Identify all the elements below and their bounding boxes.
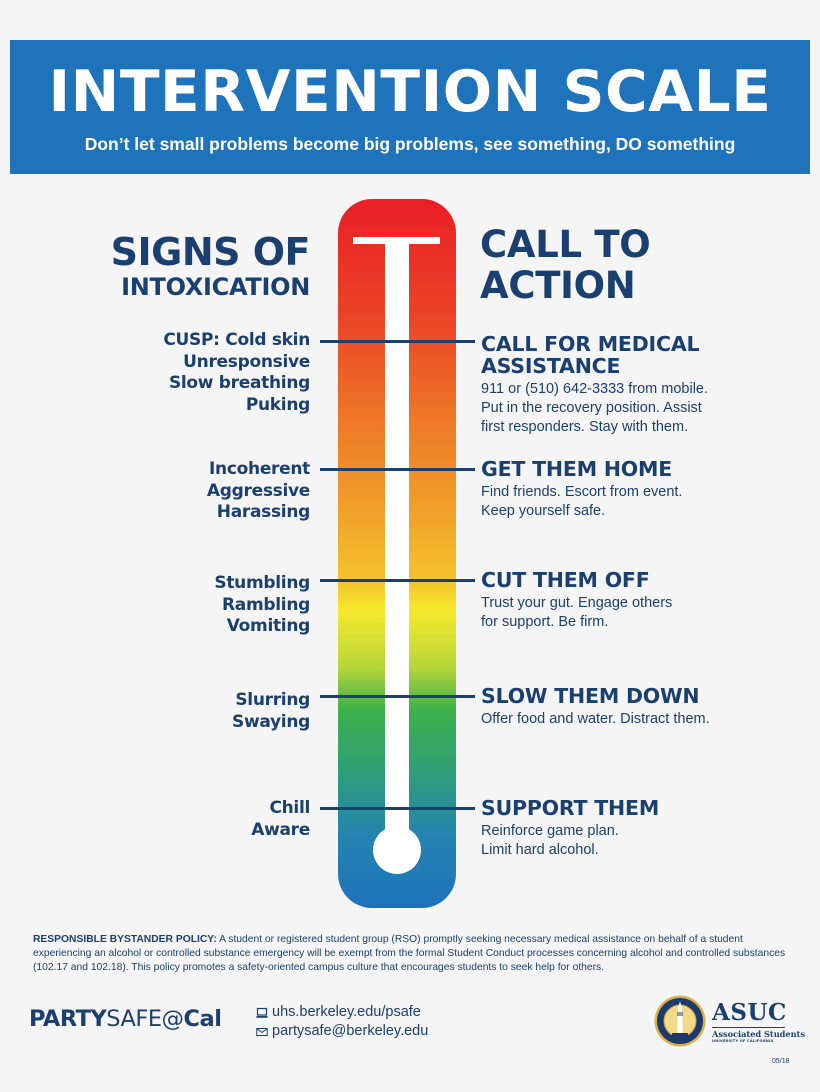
thermometer-stem xyxy=(385,237,409,842)
action-title-line: ASSISTANCE xyxy=(481,354,621,378)
sign-item: Incoherent xyxy=(209,459,310,479)
action-description: Offer food and water. Distract them. xyxy=(481,710,811,729)
action-desc-line: Trust your gut. Engage others xyxy=(481,595,673,611)
sign-item: CUSP: Cold skin xyxy=(163,330,310,350)
level-3-connector xyxy=(320,579,475,582)
website-row: uhs.berkeley.edu/psafe xyxy=(256,1003,428,1022)
title-banner: INTERVENTION SCALE Don’t let small probl… xyxy=(10,40,810,174)
action-title: SLOW THEM DOWN xyxy=(481,685,811,707)
action-title: GET THEM HOME xyxy=(481,458,811,480)
contact-info: uhs.berkeley.edu/psafe partysafe@berkele… xyxy=(256,1003,428,1041)
thermometer-graphic xyxy=(338,199,456,908)
level-4-connector xyxy=(320,695,475,698)
action-desc-line: for support. Be firm. xyxy=(481,614,609,630)
asuc-divider xyxy=(712,1027,785,1028)
level-4-action: SLOW THEM DOWN Offer food and water. Dis… xyxy=(481,685,811,729)
email-link[interactable]: partysafe@berkeley.edu xyxy=(272,1023,429,1039)
asuc-seal-icon xyxy=(654,995,706,1047)
thermometer-bulb xyxy=(373,826,421,874)
level-3-action: CUT THEM OFF Trust your gut. Engage othe… xyxy=(481,569,811,632)
sign-item: Slow breathing xyxy=(168,373,310,393)
action-description: Trust your gut. Engage others for suppor… xyxy=(481,594,811,632)
action-title-line: GET THEM HOME xyxy=(481,457,673,481)
page-subtitle: Don’t let small problems become big prob… xyxy=(84,134,736,154)
action-desc-line: Find friends. Escort from event. xyxy=(481,484,683,500)
bystander-policy: RESPONSIBLE BYSTANDER POLICY: A student … xyxy=(33,933,793,975)
signs-heading-line1: SIGNS OF xyxy=(110,230,311,274)
sign-item: Slurring xyxy=(235,690,310,710)
action-heading: CALL TO ACTION xyxy=(480,223,651,307)
action-heading-line1: CALL TO xyxy=(480,223,651,266)
level-5-signs: Chill Aware xyxy=(251,798,310,841)
action-title-line: CALL FOR MEDICAL xyxy=(481,332,700,356)
revision-date: 05/18 xyxy=(772,1058,790,1065)
action-description: Reinforce game plan. Limit hard alcohol. xyxy=(481,822,811,860)
computer-icon xyxy=(256,1007,268,1018)
brand-party: PARTY xyxy=(29,1006,107,1032)
envelope-icon xyxy=(256,1027,268,1036)
sign-item: Puking xyxy=(245,394,310,415)
policy-label: RESPONSIBLE BYSTANDER POLICY: xyxy=(33,934,217,945)
level-2-action: GET THEM HOME Find friends. Escort from … xyxy=(481,458,811,521)
brand-safe: SAFE@ xyxy=(106,1006,184,1032)
action-desc-line: Reinforce game plan. xyxy=(481,823,619,839)
action-description: Find friends. Escort from event. Keep yo… xyxy=(481,483,811,521)
asuc-logo: ASUC Associated Students UNIVERSITY OF C… xyxy=(712,1000,805,1044)
policy-text: A student or registered student group (R… xyxy=(33,934,786,973)
action-title-line: CUT THEM OFF xyxy=(481,568,650,592)
asuc-university: UNIVERSITY OF CALIFORNIA xyxy=(712,1039,774,1043)
email-row: partysafe@berkeley.edu xyxy=(256,1022,428,1041)
action-description: 911 or (510) 642-3333 from mobile. Put i… xyxy=(481,380,811,437)
level-2-signs: Incoherent Aggressive Harassing xyxy=(207,459,310,524)
action-title-line: SUPPORT THEM xyxy=(481,796,660,820)
level-1-action: CALL FOR MEDICAL ASSISTANCE 911 or (510)… xyxy=(481,333,811,437)
level-5-action: SUPPORT THEM Reinforce game plan. Limit … xyxy=(481,797,811,860)
sign-item: Aggressive xyxy=(206,480,310,501)
action-title: CALL FOR MEDICAL ASSISTANCE xyxy=(481,333,811,377)
signs-heading: SIGNS OF INTOXICATION xyxy=(110,230,311,301)
action-title: CUT THEM OFF xyxy=(481,569,811,591)
sign-item: Stumbling xyxy=(214,573,310,593)
action-heading-line2: ACTION xyxy=(480,264,636,307)
partysafe-logo: PARTYSAFE@Cal xyxy=(29,1004,222,1034)
action-desc-line: 911 or (510) 642-3333 from mobile. xyxy=(481,381,709,397)
signs-heading-line2: INTOXICATION xyxy=(121,273,310,301)
action-desc-line: Limit hard alcohol. xyxy=(481,842,599,858)
level-2-connector xyxy=(320,468,475,471)
level-1-connector xyxy=(320,340,475,343)
action-title-line: SLOW THEM DOWN xyxy=(481,684,700,708)
sign-item: Swaying xyxy=(232,711,310,732)
brand-cal: Cal xyxy=(183,1006,222,1032)
level-4-signs: Slurring Swaying xyxy=(232,690,310,733)
level-3-signs: Stumbling Rambling Vomiting xyxy=(214,573,310,638)
level-5-connector xyxy=(320,807,475,810)
sign-item: Aware xyxy=(251,819,310,840)
action-desc-line: Keep yourself safe. xyxy=(481,503,606,519)
sign-item: Unresponsive xyxy=(183,351,310,372)
level-1-signs: CUSP: Cold skin Unresponsive Slow breath… xyxy=(163,330,310,416)
website-link[interactable]: uhs.berkeley.edu/psafe xyxy=(272,1004,421,1020)
action-title: SUPPORT THEM xyxy=(481,797,811,819)
page-title: INTERVENTION SCALE xyxy=(48,59,772,125)
sign-item: Harassing xyxy=(216,502,311,522)
sign-item: Rambling xyxy=(222,594,310,615)
action-desc-line: Put in the recovery position. Assist xyxy=(481,400,702,416)
action-desc-line: Offer food and water. Distract them. xyxy=(481,711,710,727)
action-desc-line: first responders. Stay with them. xyxy=(481,419,689,435)
asuc-subtitle: Associated Students xyxy=(712,1029,805,1039)
asuc-name: ASUC xyxy=(712,999,787,1026)
sign-item: Vomiting xyxy=(226,616,311,636)
sign-item: Chill xyxy=(269,798,310,818)
